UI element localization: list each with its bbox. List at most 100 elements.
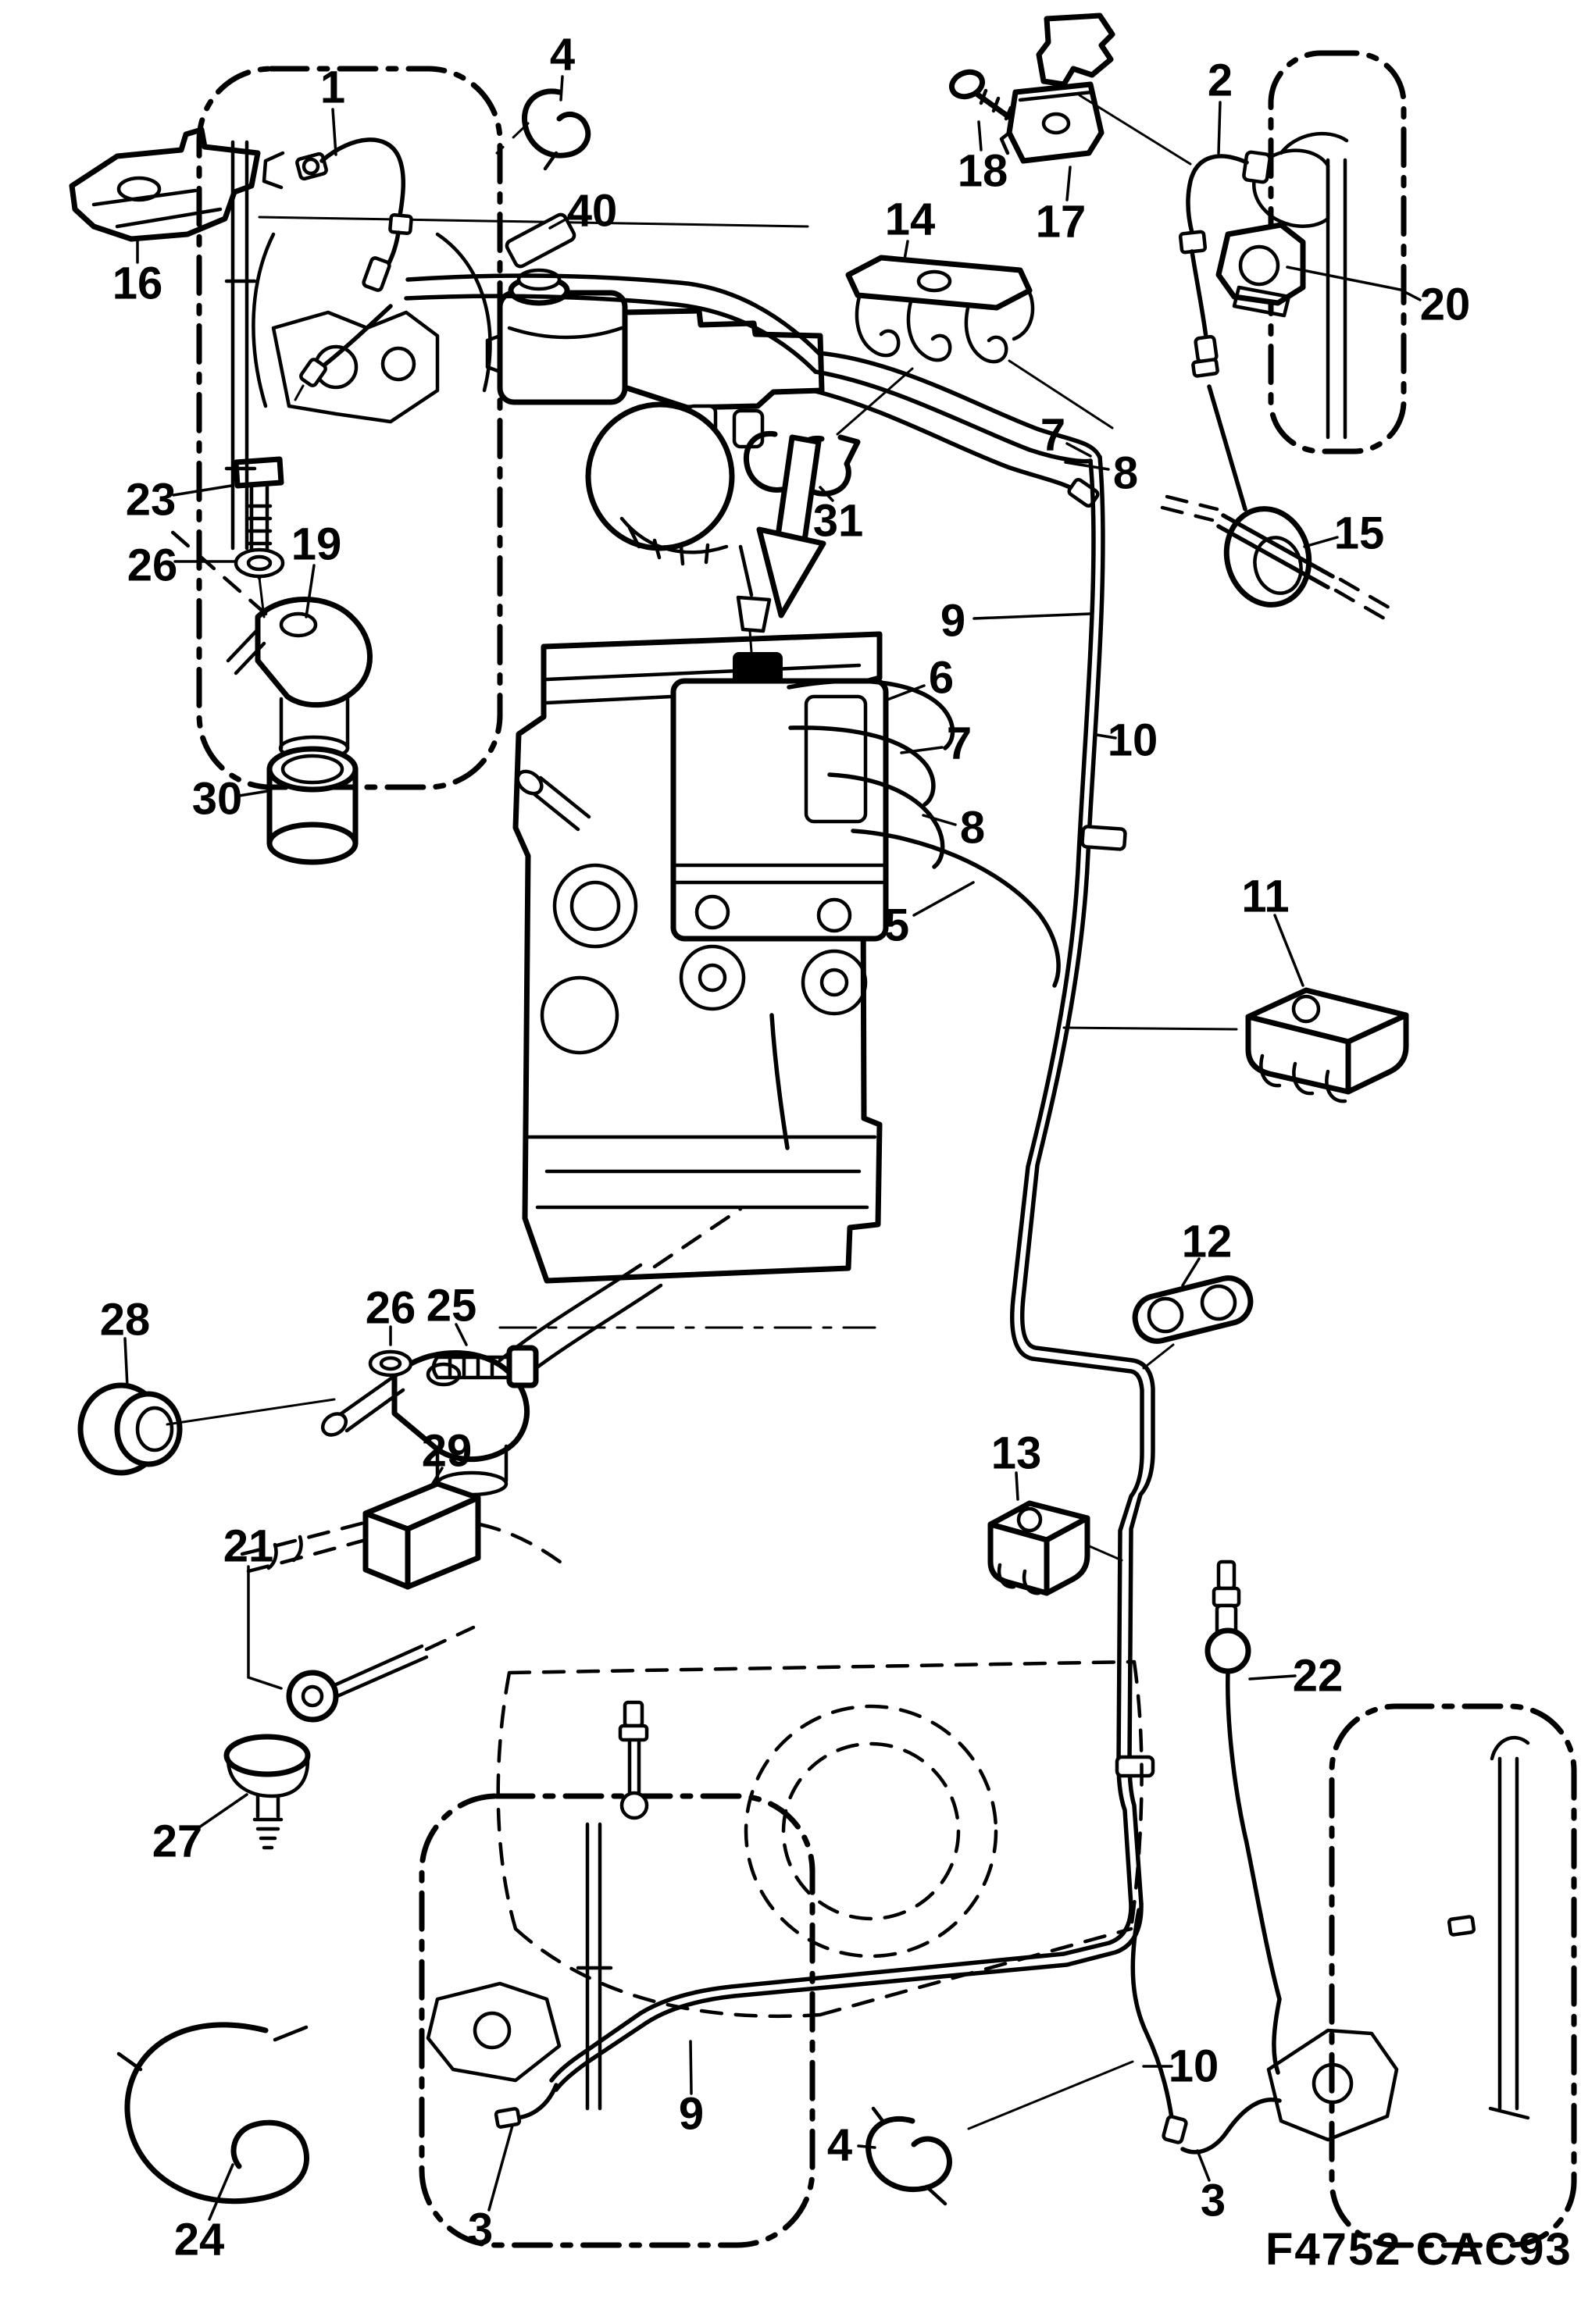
callout-27: 27	[152, 1816, 203, 1867]
hose-fitting	[1242, 150, 1272, 184]
callout-leader-7	[900, 746, 944, 754]
sensor-19-body	[279, 697, 350, 750]
callout-25: 25	[426, 1281, 477, 1331]
sensor-21-nose	[334, 1374, 405, 1433]
callout-24: 24	[174, 2215, 225, 2265]
sensor-19-head	[255, 597, 373, 708]
clip-tabs	[116, 2025, 309, 2072]
pipe-end-fitting	[1216, 1559, 1237, 1591]
master-cylinder-assembly	[485, 268, 825, 686]
abs-hydraulic-unit	[670, 678, 889, 942]
callout-leader-11	[1273, 914, 1304, 987]
hose-collar	[494, 2107, 522, 2129]
bushing-28-hole	[135, 1406, 174, 1452]
fluid-reservoir	[497, 290, 628, 405]
spring-clip-icon	[522, 88, 591, 159]
front-pipe-lower	[404, 294, 818, 374]
clip-position-line	[967, 2060, 1134, 2130]
washer-26-hole	[246, 554, 273, 572]
callout-leader-25	[455, 1323, 468, 1346]
callout-5: 5	[884, 900, 909, 951]
abs-sensor-front-group	[162, 456, 373, 865]
hose-2-pipe	[1190, 249, 1208, 340]
callout-leader-13	[1015, 1471, 1019, 1501]
nose-cap	[320, 1412, 348, 1437]
callout-8: 8	[960, 803, 985, 854]
hose-1	[319, 137, 406, 218]
callout-leader-22	[1248, 1674, 1297, 1681]
bushing-30-hole	[280, 754, 344, 785]
pump-port	[801, 949, 868, 1016]
pump-port	[679, 944, 746, 1011]
clip-leg	[543, 151, 559, 171]
callout-leader-20	[1286, 266, 1422, 301]
fitting-bolt	[302, 157, 320, 176]
clamp-front	[1245, 1014, 1351, 1095]
sensor-19-cable	[162, 522, 268, 616]
hose-2	[1186, 154, 1249, 235]
clamp-screw	[1291, 994, 1321, 1024]
assembly-axis	[166, 1398, 336, 1426]
pipe-clip	[362, 256, 391, 292]
clamp-side	[1345, 1012, 1409, 1095]
caliper-port	[1312, 2062, 1354, 2105]
front-left-brake-hose-1	[294, 137, 413, 401]
pipe-7	[788, 725, 936, 807]
callout-3: 3	[468, 2205, 493, 2255]
callout-leader-14	[903, 240, 909, 261]
bracket-upper	[1036, 12, 1115, 87]
callout-14: 14	[885, 194, 936, 245]
callout-12: 12	[1182, 1217, 1233, 1267]
sensor-19-hole	[279, 611, 318, 638]
sensor-21-cable-hidden	[652, 1207, 743, 1269]
callout-26: 26	[366, 1283, 416, 1334]
front-right-brake-hose-2	[1178, 150, 1272, 511]
callout-7: 7	[947, 718, 972, 769]
fitting-shaft	[627, 1738, 641, 1797]
callout-6: 6	[929, 653, 954, 704]
rear-strut-bar	[1488, 1735, 1530, 2120]
callout-leader-7	[1065, 442, 1092, 458]
callout-10: 10	[1108, 715, 1158, 766]
pipe-run-b	[813, 369, 1093, 464]
callout-2: 2	[1208, 55, 1233, 106]
callout-9: 9	[940, 596, 965, 647]
rear-right-wheel	[1266, 1703, 1577, 2248]
clip-4-bottom	[865, 2060, 1134, 2206]
front-left-wheel-outline	[196, 66, 503, 790]
callout-leader-19	[305, 564, 316, 618]
spring-clip-icon	[865, 2115, 952, 2193]
bracket-hole	[1041, 112, 1071, 135]
screw-head	[949, 69, 985, 100]
sensor-19-nose	[226, 627, 266, 675]
clip-position-line	[836, 367, 914, 436]
rear-left-wheel-outline	[419, 1793, 815, 2248]
front-pipe-upper	[405, 273, 821, 355]
clip-axis	[495, 122, 530, 155]
pipe-to-grommet	[1207, 384, 1247, 511]
hose-bracket	[262, 151, 285, 190]
callout-leader-31	[819, 486, 834, 502]
pump-port-center	[698, 963, 727, 993]
callout-20: 20	[1420, 280, 1471, 330]
sensor-eyelet-hole	[301, 1684, 324, 1708]
callout-8: 8	[1113, 448, 1138, 499]
engine-stub	[527, 775, 591, 832]
rear-left-wheel	[419, 1793, 815, 2248]
subframe-outline	[496, 1659, 1144, 2019]
callout-4: 4	[827, 2120, 852, 2171]
abs-unit-band	[671, 863, 888, 885]
pump-port-center	[819, 968, 849, 997]
clamp-14	[845, 255, 1114, 430]
clip-29	[240, 1481, 573, 1590]
callout-leader-27	[195, 1793, 248, 1830]
clamp-12	[1132, 1275, 1254, 1370]
rear-right-caliper	[1266, 2028, 1399, 2142]
engine-boss	[540, 975, 619, 1055]
caliper-bolt	[380, 346, 416, 382]
front-left-caliper	[271, 310, 440, 424]
callout-19: 19	[291, 519, 342, 570]
sensor-rod-hidden	[424, 1625, 476, 1652]
callout-leader-9	[973, 612, 1092, 620]
oil-pan-lines	[526, 1135, 877, 1210]
